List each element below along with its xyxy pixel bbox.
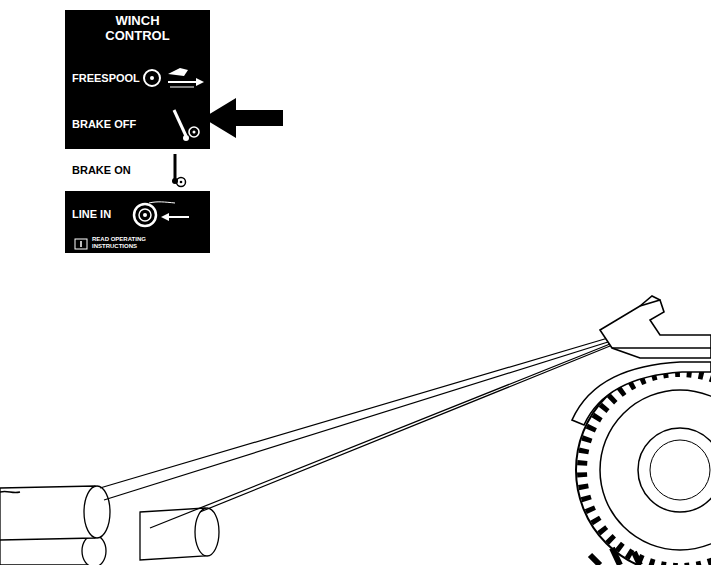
band-label: LINE IN	[72, 208, 111, 221]
control-panel: WINCH CONTROL FREESPOOL BRAKE OFF BRAKE ON L…	[65, 10, 210, 253]
winch-cables	[100, 338, 610, 528]
band-label: FREESPOOL	[72, 72, 140, 85]
band-label: BRAKE ON	[72, 164, 131, 177]
control-band: BRAKE OFF	[65, 102, 210, 147]
arch-fairlead	[572, 296, 711, 425]
panel-title: WINCH CONTROL	[65, 14, 210, 44]
panel-note: READ OPERATING INSTRUCTIONS	[92, 236, 192, 249]
control-band: FREESPOOL	[65, 56, 210, 100]
warning-symbol	[74, 238, 90, 250]
control-band: BRAKE ON	[65, 149, 210, 191]
control-band: LINE IN	[65, 193, 210, 235]
band-label: BRAKE OFF	[72, 118, 136, 131]
pointer-arrow	[203, 98, 283, 138]
